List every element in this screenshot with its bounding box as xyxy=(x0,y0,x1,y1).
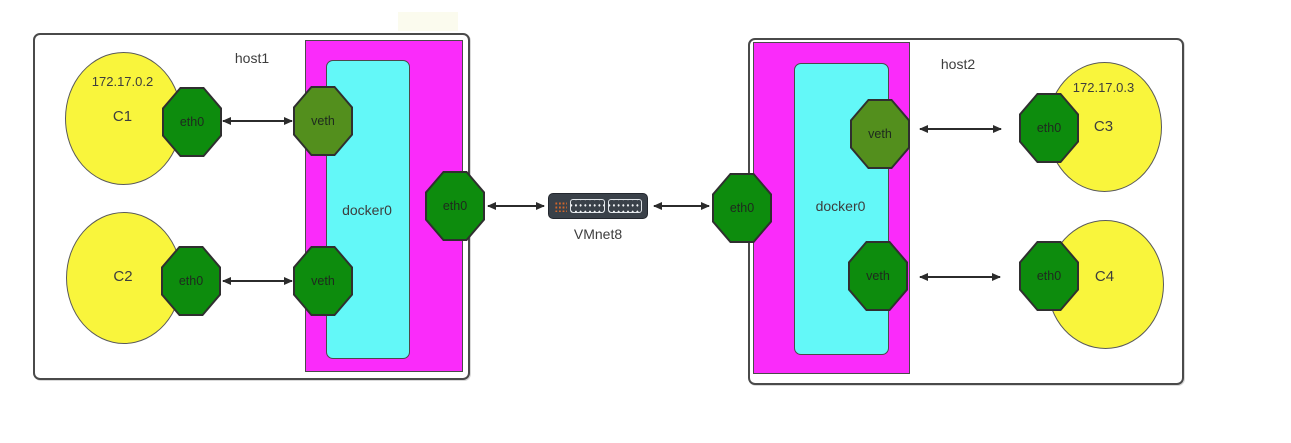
container-c3-name: C3 xyxy=(1093,118,1114,135)
port-label: eth0 xyxy=(442,199,468,213)
port-label: eth0 xyxy=(179,115,205,129)
container-c4-name: C4 xyxy=(1094,268,1115,285)
arrow-veth-to-c4 xyxy=(919,272,1001,281)
arrow-host1-to-switch xyxy=(487,201,545,210)
host1-label: host1 xyxy=(234,50,270,66)
octagon-fill xyxy=(1021,95,1077,161)
port-label: veth xyxy=(866,269,890,283)
c3-veth-port: veth xyxy=(850,99,910,169)
host2-label: host2 xyxy=(940,56,976,72)
octagon-fill xyxy=(714,175,770,241)
c2-eth0-port: eth0 xyxy=(161,246,221,316)
c1-veth-port: veth xyxy=(293,86,353,156)
host2-bridge-label: docker0 xyxy=(815,198,866,214)
octagon-fill xyxy=(295,88,351,154)
network-switch-icon xyxy=(548,193,648,219)
port-label: veth xyxy=(311,274,335,288)
switch-port-group-icon xyxy=(570,199,605,213)
octagon-fill xyxy=(163,248,219,314)
octagon-fill xyxy=(427,173,483,239)
port-label: eth0 xyxy=(729,201,755,215)
container-c1-name: C1 xyxy=(112,108,133,125)
c3-eth0-port: eth0 xyxy=(1019,93,1079,163)
port-label: eth0 xyxy=(1036,269,1062,283)
port-label: eth0 xyxy=(178,274,204,288)
arrow-c1-to-veth xyxy=(222,116,293,125)
c4-eth0-port: eth0 xyxy=(1019,241,1079,311)
host1-nic-eth0-port: eth0 xyxy=(425,171,485,241)
host2-nic-eth0-port: eth0 xyxy=(712,173,772,243)
container-c1-ip: 172.17.0.2 xyxy=(91,74,154,89)
container-c3-ip: 172.17.0.3 xyxy=(1072,80,1135,95)
switch-lights-icon xyxy=(554,200,567,212)
c2-veth-port: veth xyxy=(293,246,353,316)
c1-eth0-port: eth0 xyxy=(162,87,222,157)
switch-port-group-icon xyxy=(607,199,642,213)
port-label: veth xyxy=(868,127,892,141)
switch-label: VMnet8 xyxy=(573,226,623,242)
octagon-fill xyxy=(164,89,220,155)
arrow-c2-to-veth xyxy=(222,276,293,285)
host1-bridge-label: docker0 xyxy=(342,202,392,218)
octagon-fill xyxy=(850,243,906,309)
arrow-switch-to-host2 xyxy=(653,201,710,210)
port-label: veth xyxy=(311,114,335,128)
octagon-fill xyxy=(852,101,908,167)
octagon-fill xyxy=(295,248,351,314)
container-c2-name: C2 xyxy=(113,268,133,285)
artifact-highlight xyxy=(398,12,458,31)
arrow-veth-to-c3 xyxy=(919,124,1002,133)
octagon-fill xyxy=(1021,243,1077,309)
c4-veth-port: veth xyxy=(848,241,908,311)
port-label: eth0 xyxy=(1036,121,1062,135)
